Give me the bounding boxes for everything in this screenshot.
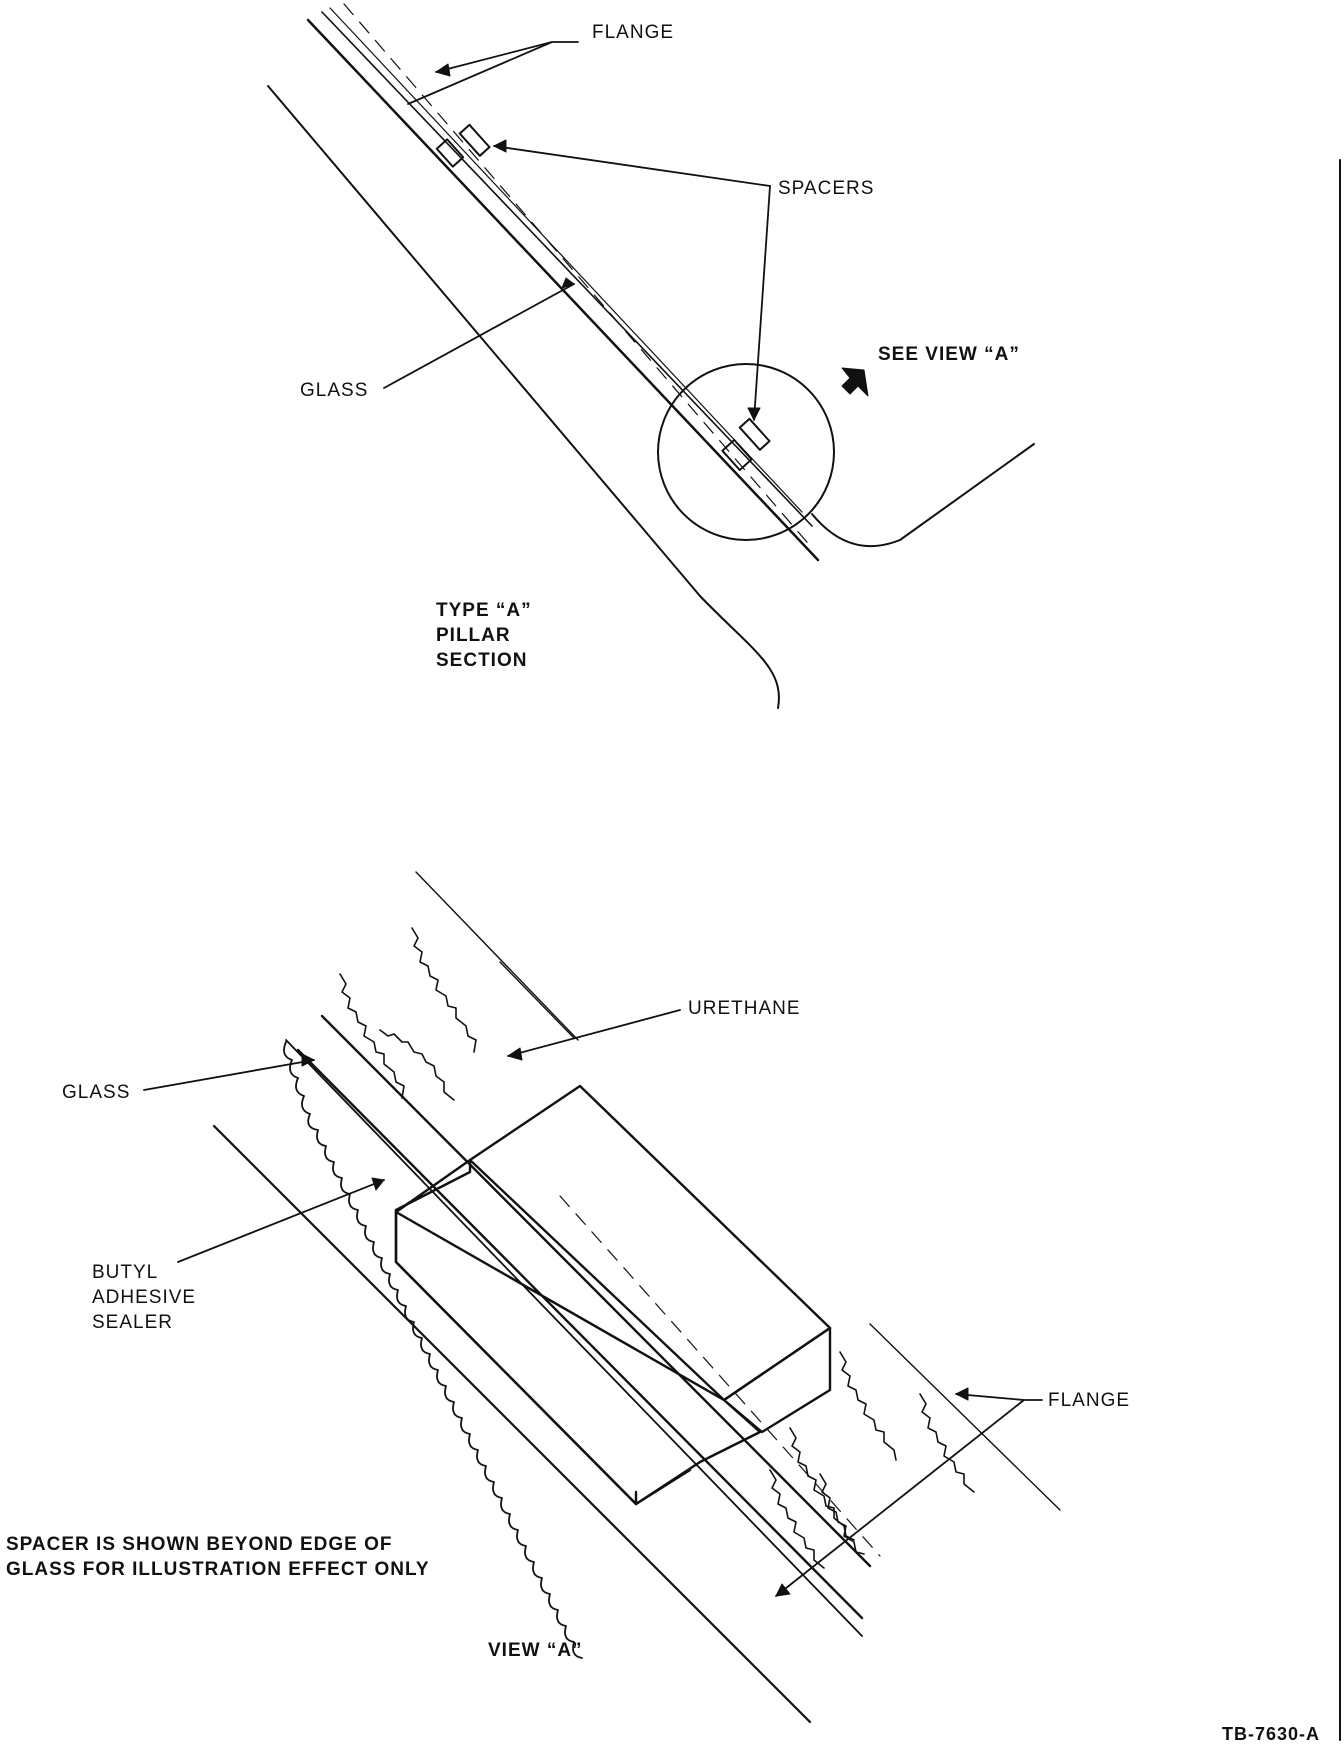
spacers-leader bbox=[493, 145, 771, 187]
glass-line-inner bbox=[321, 11, 813, 527]
glass-leader bbox=[383, 283, 575, 389]
spacer-lower-block bbox=[721, 438, 753, 472]
spacer-upper-block bbox=[435, 138, 465, 168]
flange-leader bbox=[435, 41, 579, 73]
urethane-wave bbox=[919, 1393, 975, 1493]
pillar-curve bbox=[699, 595, 780, 709]
butyl-bead bbox=[283, 1041, 583, 1659]
title-line: PILLAR bbox=[436, 625, 511, 646]
spacer-block-top bbox=[468, 1084, 832, 1402]
arrowhead bbox=[507, 1047, 523, 1061]
arrowhead bbox=[775, 1583, 791, 1597]
glass-dashed-line bbox=[559, 1195, 881, 1557]
label-glass-bottom: GLASS bbox=[62, 1082, 131, 1103]
urethane-wave bbox=[769, 1469, 825, 1569]
label-line: ADHESIVE bbox=[92, 1287, 197, 1308]
glass-edge-top bbox=[320, 1014, 872, 1568]
spacer-block-edge bbox=[634, 1468, 692, 1506]
urethane-wave bbox=[411, 927, 477, 1053]
arrowhead bbox=[493, 139, 507, 153]
urethane-wave bbox=[789, 1427, 855, 1541]
flange-line-lower bbox=[869, 1323, 1061, 1511]
label-see-view-a: SEE VIEW “A” bbox=[878, 344, 1020, 365]
spacer-block-edge bbox=[394, 1260, 638, 1506]
arrowhead bbox=[435, 63, 451, 77]
arrowhead bbox=[955, 1387, 969, 1401]
title-line: TYPE “A” bbox=[436, 600, 532, 621]
pillar-outer-line bbox=[267, 85, 701, 597]
flange-dashed-line bbox=[343, 3, 813, 549]
urethane-wave bbox=[839, 1351, 897, 1461]
urethane-leader bbox=[507, 1009, 681, 1057]
note-line: GLASS FOR ILLUSTRATION EFFECT ONLY bbox=[6, 1559, 430, 1580]
title-type-a-pillar-section: TYPE “A” PILLAR SECTION bbox=[436, 598, 532, 673]
arrowhead bbox=[371, 1177, 385, 1191]
body-line bbox=[212, 1124, 812, 1724]
arrowhead bbox=[301, 1053, 315, 1067]
spacers-leader-2 bbox=[753, 185, 771, 421]
label-butyl-adhesive-sealer: BUTYL ADHESIVE SEALER bbox=[92, 1260, 196, 1335]
spacer-lower bbox=[738, 417, 771, 451]
butyl-leader bbox=[177, 1179, 385, 1263]
flange-line-upper bbox=[415, 871, 579, 1041]
label-glass-top: GLASS bbox=[300, 380, 369, 401]
illustration-note: SPACER IS SHOWN BEYOND EDGE OF GLASS FOR… bbox=[6, 1532, 430, 1582]
label-spacers: SPACERS bbox=[778, 178, 875, 199]
label-line: BUTYL bbox=[92, 1262, 159, 1283]
flange-leader-2 bbox=[775, 1399, 1025, 1597]
view-a-circle bbox=[657, 363, 835, 541]
arrowhead bbox=[561, 277, 575, 289]
spacer-block-edge bbox=[394, 1200, 412, 1214]
title-view-a: VIEW “A” bbox=[488, 1640, 583, 1661]
label-flange-top: FLANGE bbox=[592, 22, 675, 43]
urethane-wave bbox=[339, 973, 405, 1099]
butyl-edge bbox=[285, 1039, 863, 1637]
glass-line-inner-2 bbox=[329, 7, 803, 513]
flange-leader bbox=[955, 1393, 1043, 1401]
note-line: SPACER IS SHOWN BEYOND EDGE OF bbox=[6, 1534, 393, 1555]
view-a-drawing bbox=[143, 871, 1061, 1724]
spacer-block-side bbox=[722, 1326, 832, 1434]
glass-edge-bottom bbox=[296, 1048, 864, 1620]
top-section-drawing bbox=[267, 3, 1035, 709]
flange-leader-2 bbox=[407, 41, 553, 105]
urethane-wave bbox=[819, 1473, 865, 1555]
title-line: SECTION bbox=[436, 650, 528, 671]
glass-leader bbox=[143, 1059, 315, 1091]
figure-id: TB-7630-A bbox=[1222, 1724, 1321, 1744]
label-line: SEALER bbox=[92, 1312, 173, 1333]
flange-line-upper-2 bbox=[499, 961, 575, 1039]
flange-curve bbox=[811, 443, 1035, 548]
see-view-arrow-icon bbox=[841, 367, 869, 397]
spacer-upper bbox=[458, 123, 491, 157]
label-urethane: URETHANE bbox=[688, 998, 801, 1019]
label-flange-bottom: FLANGE bbox=[1048, 1390, 1131, 1411]
urethane-wave bbox=[379, 1029, 455, 1101]
arrowhead bbox=[747, 407, 761, 421]
